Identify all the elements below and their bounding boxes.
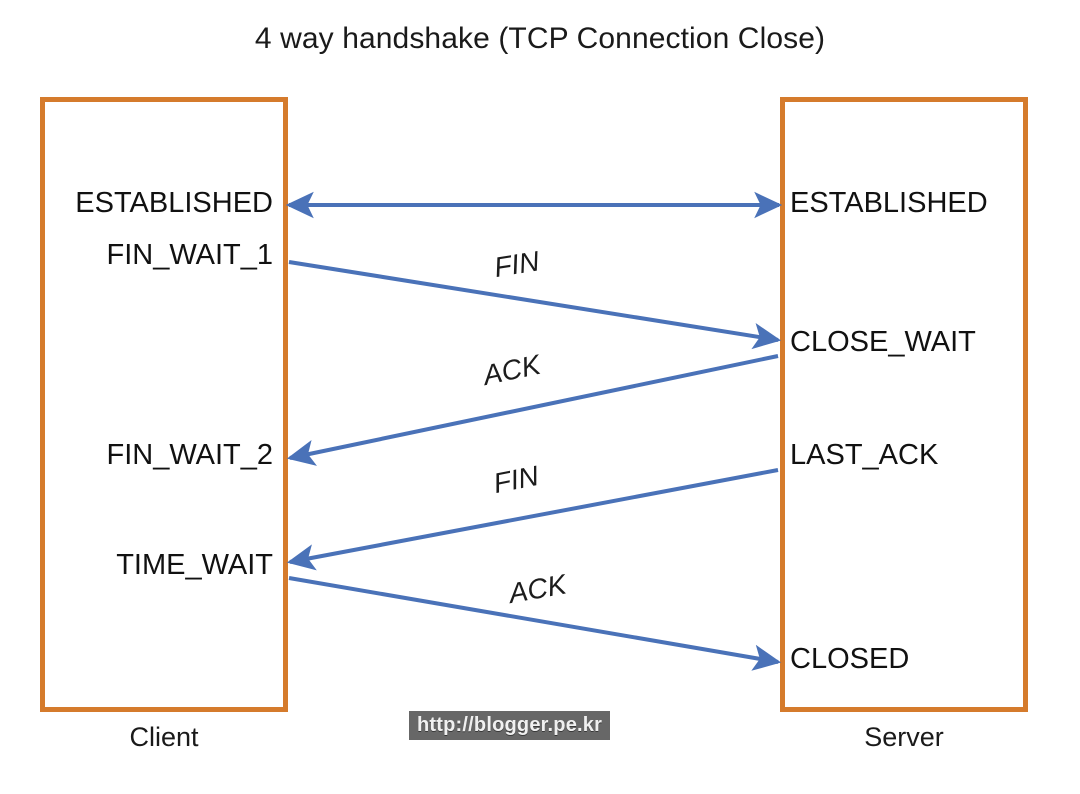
- server-lifeline-box: [780, 97, 1028, 712]
- message-label-fin-2: FIN: [490, 459, 542, 500]
- server-endpoint-caption: Server: [864, 722, 944, 752]
- page-title: 4 way handshake (TCP Connection Close): [254, 22, 826, 55]
- client-state-established: ESTABLISHED: [75, 187, 273, 219]
- client-state-time-wait: TIME_WAIT: [116, 549, 273, 581]
- client-endpoint-caption: Client: [129, 722, 199, 752]
- server-state-established: ESTABLISHED: [790, 187, 988, 219]
- client-state-fin-wait-2: FIN_WAIT_2: [106, 439, 273, 471]
- server-state-last-ack: LAST_ACK: [790, 439, 939, 471]
- server-state-close-wait: CLOSE_WAIT: [790, 326, 976, 358]
- message-label-ack-1: ACK: [480, 348, 544, 392]
- message-label-ack-2: ACK: [506, 568, 569, 610]
- client-lifeline-box: [40, 97, 288, 712]
- server-state-closed: CLOSED: [790, 643, 910, 675]
- client-state-fin-wait-1: FIN_WAIT_1: [106, 239, 273, 271]
- message-label-fin-1: FIN: [491, 245, 542, 284]
- watermark-url: http://blogger.pe.kr: [409, 711, 611, 740]
